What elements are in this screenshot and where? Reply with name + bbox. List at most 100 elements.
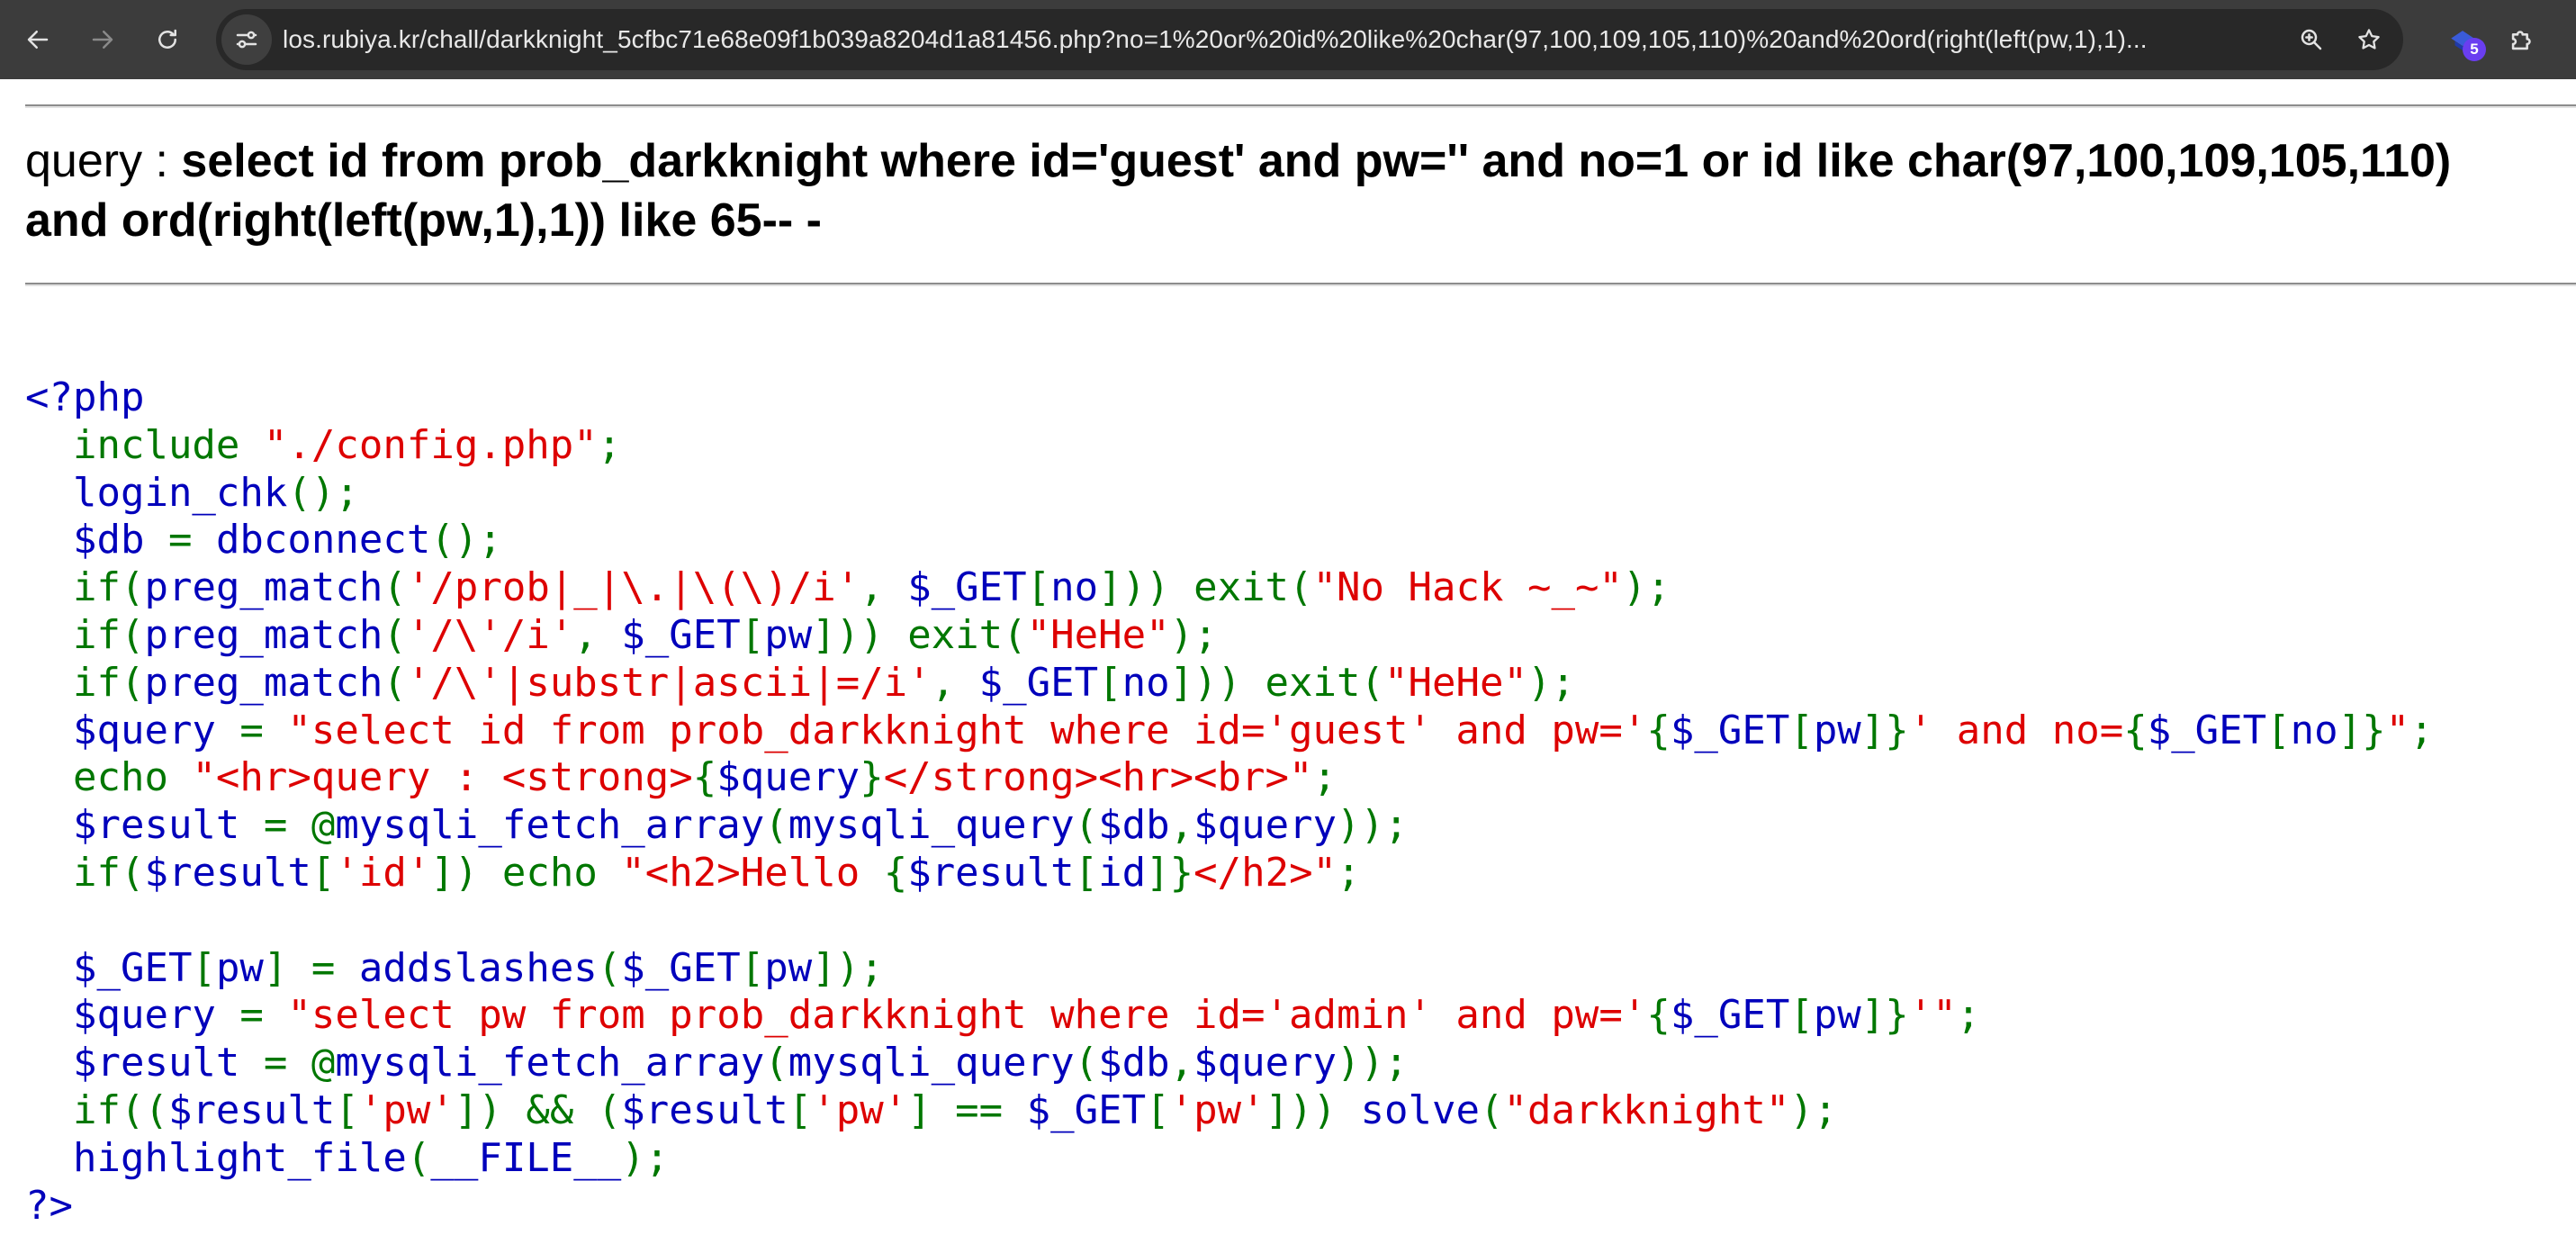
code-token: pw	[764, 944, 813, 991]
code-token: =	[239, 707, 288, 753]
code-token: preg_match	[144, 659, 383, 706]
code-token: "HeHe"	[1026, 611, 1170, 658]
code-token: {	[1646, 707, 1671, 753]
code-token: (	[764, 1040, 788, 1086]
code-token	[25, 564, 73, 610]
code-token: preg_match	[144, 564, 383, 611]
top-divider	[25, 104, 2576, 108]
code-token: echo	[72, 754, 193, 801]
code-token: ,	[573, 611, 622, 658]
code-token: '"	[1908, 992, 1957, 1039]
code-token: (	[1480, 1086, 1504, 1133]
code-token: (	[383, 564, 407, 611]
address-bar[interactable]: los.rubiya.kr/chall/darkknight_5cfbc71e6…	[216, 9, 2403, 70]
code-token: 'pw'	[812, 1086, 908, 1133]
code-token: ();	[287, 469, 359, 516]
code-token: mysqli_fetch_array	[335, 802, 765, 849]
code-token: "select id from prob_darkknight where id…	[287, 707, 1647, 753]
query-sql: select id from prob_darkknight where id=…	[25, 135, 2452, 247]
code-token: </h2>"	[1193, 849, 1338, 896]
code-token: mysqli_query	[788, 802, 1075, 849]
code-token	[25, 612, 73, 658]
code-token: ] ==	[907, 1086, 1027, 1133]
code-token: ;	[1337, 849, 1361, 896]
code-token: if(	[72, 564, 145, 611]
code-token: = @	[263, 802, 336, 849]
code-token: 'pw'	[1169, 1086, 1265, 1133]
extension-puzzle-icon	[2511, 31, 2531, 50]
code-token: "HeHe"	[1384, 659, 1527, 706]
code-token: $_GET	[1026, 1086, 1147, 1133]
code-token: ]}	[1146, 849, 1194, 896]
code-token: =	[167, 517, 216, 563]
reload-icon	[158, 29, 176, 49]
code-token: ]) && (	[454, 1086, 622, 1133]
code-token: $_GET	[978, 659, 1099, 706]
code-token	[25, 660, 73, 706]
zoom-button[interactable]	[2292, 20, 2331, 59]
code-token: $_GET	[621, 944, 741, 991]
code-token: no	[1050, 564, 1099, 611]
code-token: $_GET	[2147, 707, 2267, 753]
code-token: if(	[72, 611, 145, 658]
code-token: 'id'	[335, 849, 431, 896]
code-token: );	[1527, 659, 1575, 706]
code-line: $query = "select pw from prob_darkknight…	[25, 992, 2434, 1040]
code-token: mysqli_query	[788, 1040, 1075, 1086]
code-token: ));	[1337, 1040, 1409, 1086]
code-line: $db = dbconnect();	[25, 517, 2434, 564]
code-token: ,	[860, 564, 908, 611]
code-token: );	[1622, 564, 1671, 611]
code-line: if($result['id']) echo "<h2>Hello {$resu…	[25, 850, 2434, 897]
code-line: if(preg_match('/\'|substr|ascii|=/i', $_…	[25, 660, 2434, 708]
code-token: (	[406, 1134, 431, 1181]
bookmark-button[interactable]	[2349, 20, 2389, 59]
code-token: [	[192, 944, 216, 991]
code-token: "<h2>Hello	[621, 849, 884, 896]
code-token: pw	[1813, 707, 1861, 753]
code-token: {	[2123, 707, 2148, 753]
browser-toolbar: los.rubiya.kr/chall/darkknight_5cfbc71e6…	[0, 0, 2576, 79]
php-source-code: <?php include "./config.php"; login_chk(…	[25, 374, 2434, 1230]
code-token: if((	[72, 1086, 168, 1133]
code-token: [	[1026, 564, 1051, 611]
code-token: <?php	[25, 374, 145, 420]
code-token: (	[764, 802, 788, 849]
code-token: [	[1098, 659, 1122, 706]
code-token: "	[2385, 707, 2410, 753]
code-token: mysqli_fetch_array	[335, 1040, 765, 1086]
code-token: no	[2290, 707, 2338, 753]
url-text[interactable]: los.rubiya.kr/chall/darkknight_5cfbc71e6…	[283, 25, 2148, 53]
bottom-divider	[25, 283, 2576, 286]
code-token: no	[1121, 659, 1170, 706]
forward-button[interactable]	[77, 14, 128, 65]
code-token: [	[2266, 707, 2291, 753]
code-token: ();	[430, 517, 502, 563]
site-info-button[interactable]	[221, 14, 272, 65]
extensions-menu-button[interactable]	[2497, 14, 2547, 65]
code-token: ]}	[1860, 707, 1909, 753]
extension-hacking-button[interactable]: 5	[2437, 14, 2488, 65]
back-button[interactable]	[13, 14, 63, 65]
code-token: "./config.php"	[263, 421, 598, 468]
code-token: $query	[25, 992, 240, 1039]
code-token: "<hr>query : <strong>	[192, 754, 693, 801]
code-token: $query	[1193, 802, 1338, 849]
reload-button[interactable]	[142, 14, 193, 65]
code-line: $result = @mysqli_fetch_array(mysqli_que…	[25, 1040, 2434, 1087]
code-token: [	[1146, 1086, 1170, 1133]
code-token: dbconnect	[215, 517, 431, 563]
code-token: ,	[931, 659, 979, 706]
code-token: [	[311, 849, 336, 896]
code-token: ])) exit(	[1169, 659, 1385, 706]
code-token	[25, 422, 73, 468]
arrow-left-icon	[27, 31, 49, 49]
code-token: $result	[25, 1040, 264, 1086]
code-token: ;	[1956, 992, 1981, 1039]
code-token: $_GET	[1670, 707, 1790, 753]
code-token: ' and no=	[1908, 707, 2124, 753]
code-token: ]) echo	[430, 849, 622, 896]
code-token: ]}	[2337, 707, 2386, 753]
arrow-right-icon	[92, 31, 113, 49]
code-token: $_GET	[621, 611, 741, 658]
